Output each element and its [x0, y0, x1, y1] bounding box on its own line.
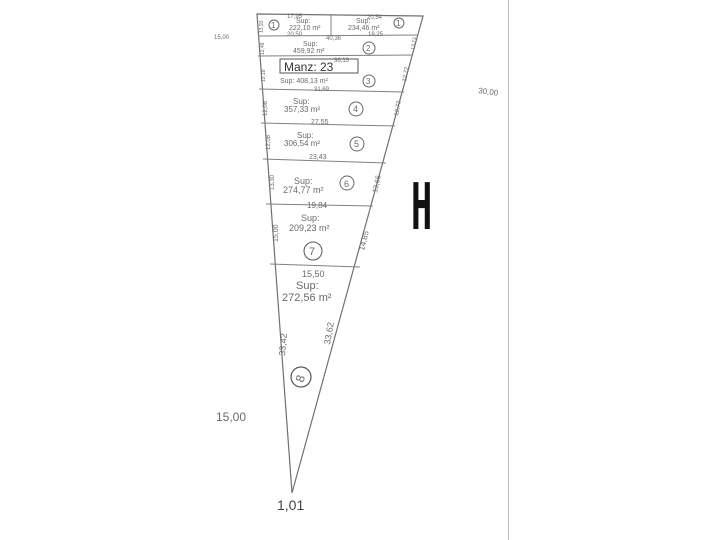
dimension-label: 12,72: [402, 66, 411, 82]
lot-area: 222,10 m²: [289, 25, 321, 32]
dimension-label: 33,62: [322, 321, 336, 345]
dimension-label: 14,85: [357, 229, 371, 251]
lot-area: 357,33 m²: [284, 105, 320, 114]
lot-number-circle: [339, 175, 355, 191]
lot-divider: [269, 263, 361, 268]
dimension-label: 12,18: [261, 69, 267, 82]
lot-sup-label: Sup:: [297, 131, 313, 140]
dimension-label: 20,54: [367, 15, 383, 21]
dimension-label: 12,08: [266, 134, 272, 150]
dimension-label: 13,30: [270, 174, 276, 190]
lot-number-circle: [348, 101, 364, 117]
block-label: Manz: 23: [284, 60, 334, 74]
dimension-label: 12,72: [394, 100, 403, 116]
lot-sup-label: Sup:: [296, 18, 310, 25]
lot-sup-label: Sup:: [294, 176, 313, 186]
dimension-label: 40,36: [326, 36, 342, 42]
dimension-label: 12,48: [260, 42, 266, 55]
dimension-label: 31,69: [314, 87, 330, 93]
lot-divider: [257, 34, 419, 37]
lot-divider: [262, 158, 387, 164]
lot-divider: [260, 122, 396, 127]
lot-divider: [265, 203, 374, 207]
lot-area: 234,46 m²: [348, 25, 380, 32]
lot-sup-label: Sup:: [356, 18, 370, 25]
dimension-label: 13,93: [259, 20, 265, 33]
lot-number: 8: [293, 373, 309, 384]
dimension-label: 15,00: [273, 224, 280, 242]
apex-dimension-label: 1,01: [277, 497, 304, 513]
lot-number-circle: [303, 241, 323, 261]
lot-sup-label: Sup:: [296, 280, 319, 292]
sheet-edge-line: [508, 0, 509, 540]
lot-area-line: Sup: 408,13 m²: [280, 78, 329, 85]
dimension-label: 13,65: [372, 175, 383, 194]
lot-number: 4: [353, 104, 358, 114]
dimension-label: 36,13: [334, 58, 350, 64]
lot-area: 209,23 m²: [289, 223, 330, 233]
lot-number-circle: [393, 17, 405, 29]
lot-number: 3: [366, 77, 371, 86]
lot-number: 7: [309, 246, 315, 258]
dimension-label: 27,55: [311, 119, 329, 126]
outer-dimension-label: 30,00: [478, 86, 500, 98]
lot-number-circle: [268, 19, 280, 31]
lot-divider: [257, 54, 414, 57]
dimension-label: 15,50: [302, 269, 325, 279]
lot-area: 459,92 m²: [293, 48, 325, 55]
lot-sup-label: Sup:: [293, 97, 309, 106]
dimension-label: 17,95: [287, 14, 303, 20]
lot-area: 272,56 m²: [282, 292, 332, 304]
lot-number: 1: [271, 21, 276, 30]
lot-number-circle: [349, 136, 365, 152]
dimension-label: 20,50: [287, 32, 303, 38]
block-label-box: [279, 58, 359, 74]
lot-area: 274,77 m²: [283, 185, 324, 195]
sheet-letter: H: [411, 171, 433, 245]
dimension-label: 33,42: [277, 333, 289, 356]
lot-number: 5: [354, 139, 359, 149]
dimension-label: 19,84: [307, 201, 328, 210]
dimension-label: 13,73: [410, 37, 418, 51]
block-outline: [256, 13, 424, 494]
dimension-label: 23,43: [309, 154, 327, 161]
lot-divider: [258, 88, 405, 93]
dimension-label: 19,25: [368, 32, 384, 38]
lot-sup-label: Sup:: [301, 213, 320, 223]
lot-number: 2: [366, 44, 371, 53]
lot-number: 6: [344, 179, 349, 189]
lot-sup-label: Sup:: [303, 41, 317, 48]
lot-number-circle: [290, 366, 312, 388]
lot-number-circle: [362, 74, 376, 88]
lot-number-circle: [362, 41, 376, 55]
lot-number: 1: [396, 19, 401, 28]
dimension-label: 12,08: [263, 100, 269, 116]
outer-dimension-label: 15,00: [216, 410, 246, 424]
outer-dimension-label: 15,00: [214, 35, 230, 41]
lot-area: 306,54 m²: [284, 139, 320, 148]
